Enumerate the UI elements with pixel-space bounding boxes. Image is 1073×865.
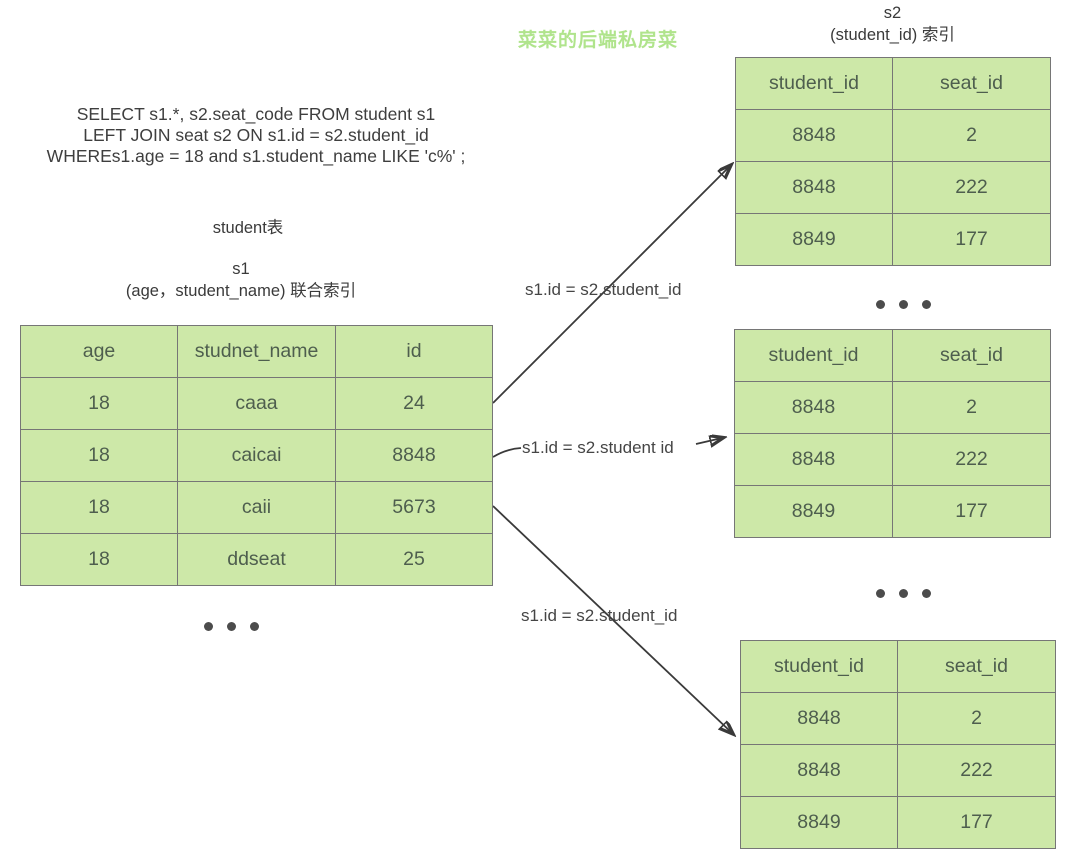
ellipsis-dot: [922, 589, 931, 598]
arrow-row2-lead-line: [492, 447, 522, 458]
student-table-caption: student表: [212, 219, 284, 237]
table-cell: 8849: [735, 213, 893, 266]
ellipsis-dot: [250, 622, 259, 631]
table-cell: 2: [897, 692, 1056, 745]
arrow-row2-to-middle-index: [695, 438, 722, 444]
ellipsis-dot: [876, 589, 885, 598]
table-cell: 222: [892, 161, 1051, 214]
table-cell: 8848: [335, 429, 493, 482]
sql-query: SELECT s1.*, s2.seat_code FROM student s…: [20, 104, 492, 167]
table-cell: 177: [892, 213, 1051, 266]
column-header: id: [335, 325, 493, 378]
table-cell: 222: [892, 433, 1051, 486]
watermark-text: 菜菜的后端私房菜: [518, 30, 679, 51]
column-header: studnet_name: [177, 325, 336, 378]
ellipsis-more-rows: [876, 300, 931, 309]
table-cell: 8848: [740, 744, 898, 797]
table-cell: 8848: [734, 433, 893, 486]
table-cell: 177: [892, 485, 1051, 538]
table-cell: caaa: [177, 377, 336, 430]
ellipsis-more-rows: [204, 622, 259, 631]
s1-index-title-line2: (age，student_name) 联合索引: [125, 282, 357, 300]
table-cell: ddseat: [177, 533, 336, 586]
table-cell: 8848: [734, 381, 893, 434]
table-cell: 8849: [740, 796, 898, 849]
table-cell: 2: [892, 381, 1051, 434]
join-condition-label-1: s1.id = s2.student_id: [525, 280, 682, 299]
sql-line-3: WHEREs1.age = 18 and s1.student_name LIK…: [46, 146, 466, 166]
table-cell: 177: [897, 796, 1056, 849]
table-cell: 24: [335, 377, 493, 430]
s2-index-title-line2: (student_id) 索引: [830, 26, 955, 44]
table-cell: 222: [897, 744, 1056, 797]
column-header: seat_id: [892, 57, 1051, 110]
ellipsis-dot: [876, 300, 885, 309]
column-header: seat_id: [892, 329, 1051, 382]
ellipsis-dot: [227, 622, 236, 631]
column-header: student_id: [734, 329, 893, 382]
table-cell: 18: [20, 377, 178, 430]
join-condition-label-2: s1.id = s2.student id: [522, 438, 674, 457]
table-cell: 18: [20, 429, 178, 482]
s2-index-title-line1: s2: [883, 4, 902, 22]
column-header: student_id: [740, 640, 898, 693]
table-cell: 8848: [735, 161, 893, 214]
table-cell: 25: [335, 533, 493, 586]
ellipsis-dot: [899, 300, 908, 309]
table-cell: 8849: [734, 485, 893, 538]
table-cell: 8848: [735, 109, 893, 162]
sql-line-1: SELECT s1.*, s2.seat_code FROM student s…: [76, 104, 436, 124]
s1-index-title: s1 (age，student_name) 联合索引: [5, 258, 477, 302]
ellipsis-dot: [899, 589, 908, 598]
sql-line-2: LEFT JOIN seat s2 ON s1.id = s2.student_…: [83, 125, 429, 145]
ellipsis-dot: [922, 300, 931, 309]
table-cell: 18: [20, 481, 178, 534]
table-cell: 8848: [740, 692, 898, 745]
column-header: student_id: [735, 57, 893, 110]
s2-index-title: s2 (student_id) 索引: [735, 2, 1050, 46]
column-header: seat_id: [897, 640, 1056, 693]
column-header: age: [20, 325, 178, 378]
table-cell: caii: [177, 481, 336, 534]
table-cell: caicai: [177, 429, 336, 482]
ellipsis-dot: [204, 622, 213, 631]
table-cell: 2: [892, 109, 1051, 162]
table-cell: 18: [20, 533, 178, 586]
s1-index-title-line1: s1: [232, 260, 250, 278]
table-cell: 5673: [335, 481, 493, 534]
join-condition-label-3: s1.id = s2.student_id: [521, 606, 678, 625]
ellipsis-more-rows: [876, 589, 931, 598]
